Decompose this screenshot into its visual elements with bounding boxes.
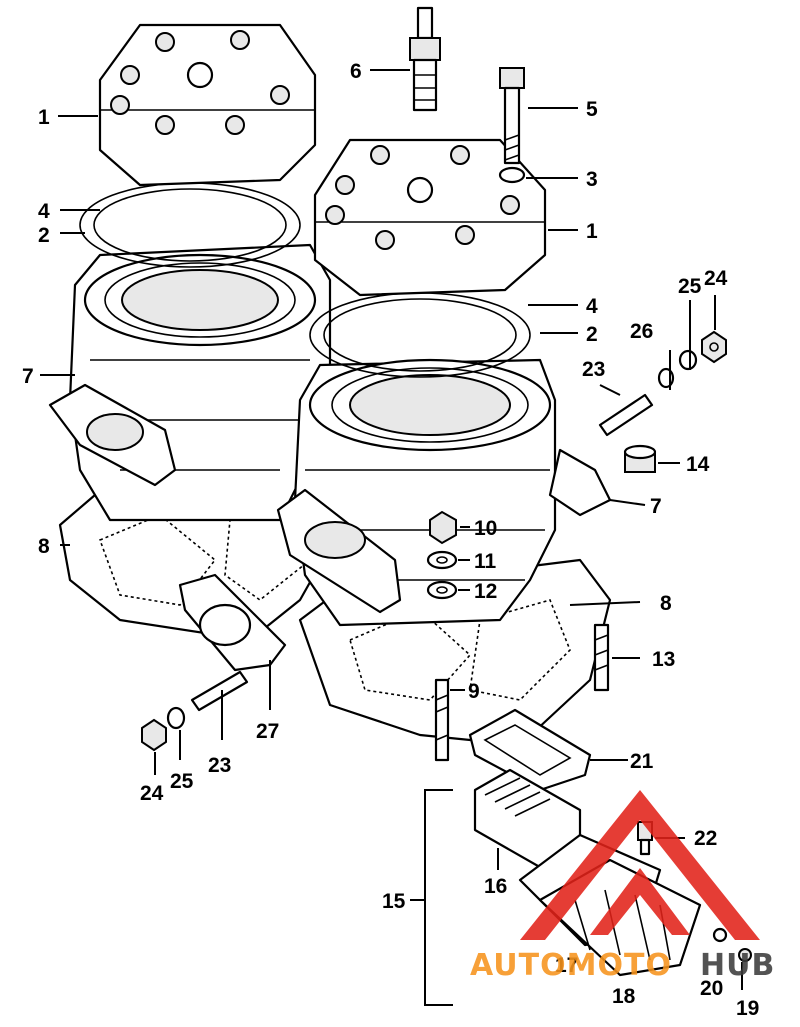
callout-27: 27 (256, 720, 279, 743)
stud-13 (593, 623, 610, 692)
callout-10: 10 (474, 517, 497, 540)
callout-23-right: 23 (582, 358, 605, 381)
callout-2-left: 2 (38, 224, 50, 247)
watermark-text-automoto: AUTOMOTO (470, 948, 672, 983)
reed-gasket-21 (468, 708, 592, 792)
callout-5: 5 (586, 98, 598, 121)
callout-8-left: 8 (38, 535, 50, 558)
callout-25-left: 25 (170, 770, 194, 793)
callout-6: 6 (350, 60, 362, 83)
spark-plug (409, 6, 441, 112)
nut-24-left (141, 718, 167, 752)
callout-24-right: 24 (704, 267, 728, 290)
washer-25-right (678, 349, 698, 371)
callout-13: 13 (652, 648, 675, 671)
callout-9: 9 (468, 680, 480, 703)
callout-7-right: 7 (650, 495, 662, 518)
callout-19: 19 (736, 997, 759, 1020)
callout-26: 26 (630, 320, 653, 343)
cylinder-right (293, 358, 557, 627)
callout-16: 16 (484, 875, 507, 898)
cylinder-head-right (313, 138, 547, 297)
stud-9 (434, 678, 450, 762)
watermark-triangle-logo (520, 790, 760, 940)
callout-3: 3 (586, 168, 598, 191)
cylinder-head-left (98, 23, 317, 187)
callout-4-left: 4 (38, 200, 50, 223)
callout-8-right: 8 (660, 592, 672, 615)
callout-2-right: 2 (586, 323, 598, 346)
callout-12: 12 (474, 580, 497, 603)
callout-1-left: 1 (38, 106, 50, 129)
exhaust-flange-left (48, 383, 177, 487)
callout-labels: 1 1 2 2 3 4 4 5 6 7 7 8 8 9 10 11 12 13 … (22, 60, 759, 1020)
callout-25-right: 25 (678, 275, 702, 298)
watermark-inner-triangle (590, 868, 690, 935)
cylinder-left (68, 243, 332, 522)
dowel-14 (623, 444, 657, 473)
washer-3 (498, 166, 526, 184)
washer-12 (426, 580, 458, 600)
callout-23-left: 23 (208, 754, 231, 777)
head-bolt (499, 67, 525, 165)
nut-10 (429, 510, 457, 545)
exhaust-flange-right (276, 488, 402, 614)
callout-15: 15 (382, 890, 406, 913)
washer-25-left (166, 706, 186, 730)
washer-20 (712, 927, 728, 943)
callout-7-left: 7 (22, 365, 34, 388)
automotohub-watermark: AUTOMOTO HUB (470, 790, 775, 983)
callout-20: 20 (700, 977, 723, 1000)
watermark-text-hub: HUB (700, 948, 775, 983)
screw-19 (738, 948, 752, 962)
callout-1-right: 1 (586, 220, 598, 243)
callout-11: 11 (474, 550, 497, 573)
stud-23-left (190, 670, 249, 712)
callout-4-right: 4 (586, 295, 598, 318)
mounting-bracket (548, 448, 612, 517)
leader-lines (40, 69, 743, 1006)
washer-11 (426, 550, 458, 570)
callout-22: 22 (694, 827, 717, 850)
stud-23-right (598, 393, 654, 437)
exhaust-gasket-27 (178, 573, 287, 672)
callout-18: 18 (612, 985, 636, 1008)
callout-24-left: 24 (140, 782, 164, 805)
callout-17: 17 (555, 954, 578, 977)
nut-24-right (701, 330, 727, 364)
callout-21: 21 (630, 750, 654, 773)
callout-14: 14 (686, 453, 710, 476)
